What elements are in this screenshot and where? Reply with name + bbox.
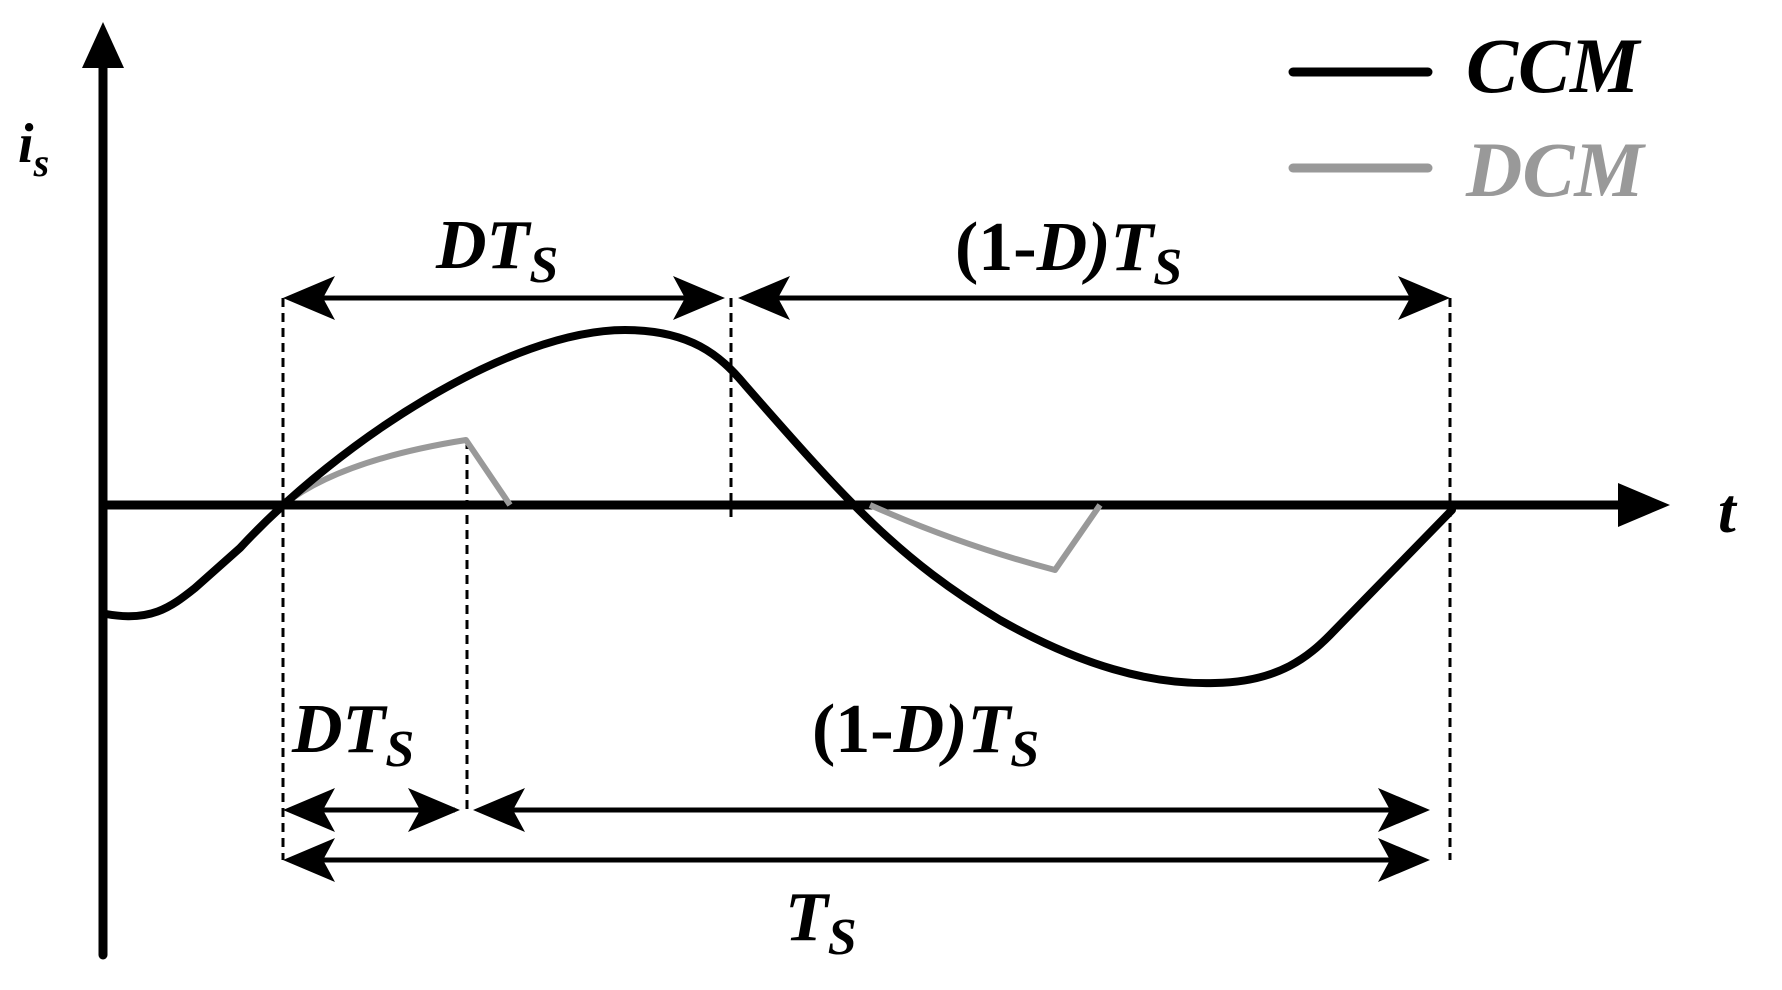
- legend-dcm-label: DCM: [1465, 126, 1646, 213]
- span-bottom-off-label: (1-D)TS: [812, 691, 1039, 778]
- span-bottom-on: DTS: [283, 691, 460, 832]
- legend-ccm-label: CCM: [1466, 22, 1642, 109]
- dashed-guides: [281, 298, 1452, 860]
- y-axis-label: is: [18, 113, 49, 185]
- legend: CCM DCM: [1288, 22, 1646, 213]
- span-top-on: DTS: [283, 207, 725, 320]
- x-axis-label: t: [1718, 475, 1738, 546]
- y-axis-arrow: [82, 22, 124, 68]
- x-axis: [103, 483, 1670, 527]
- span-period-label: TS: [785, 879, 857, 966]
- span-period: TS: [283, 838, 1430, 966]
- y-axis: [82, 22, 124, 960]
- span-bottom-on-label: DTS: [291, 691, 414, 778]
- span-top-off: (1-D)TS: [738, 209, 1450, 320]
- span-top-off-label: (1-D)TS: [955, 209, 1182, 296]
- span-bottom-off: (1-D)TS: [473, 691, 1430, 832]
- span-top-on-label: DTS: [435, 207, 558, 294]
- ccm-waveform: [102, 326, 1456, 688]
- x-axis-arrow: [1618, 483, 1670, 527]
